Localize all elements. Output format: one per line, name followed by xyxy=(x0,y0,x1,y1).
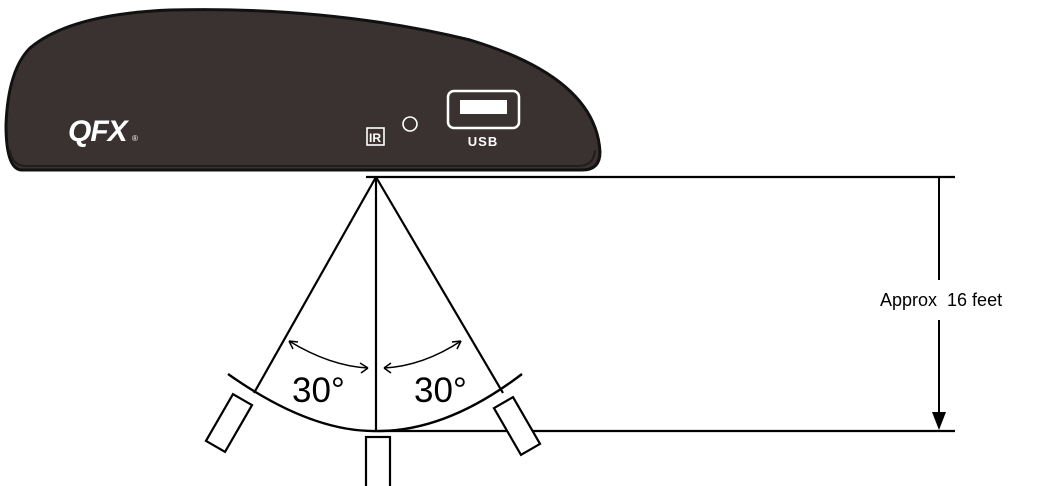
brand-logo: QFX xyxy=(68,115,130,148)
ir-sensor-label: IR xyxy=(369,131,381,145)
range-lines xyxy=(227,175,955,433)
remote-right-icon xyxy=(492,395,542,457)
indicator-led xyxy=(402,116,418,132)
registered-mark: ® xyxy=(132,134,138,143)
right-angle-label: 30° xyxy=(414,371,467,410)
left-beam-line xyxy=(253,176,377,394)
distance-arrow xyxy=(932,177,946,430)
left-angle-label: 30° xyxy=(292,371,345,410)
remote-center-icon xyxy=(364,435,392,486)
device-shell xyxy=(4,8,602,172)
ir-sensor-icon: IR xyxy=(366,127,385,146)
usb-slot xyxy=(460,100,507,114)
right-beam-line xyxy=(375,176,504,394)
usb-port[interactable]: USB xyxy=(446,89,521,149)
right-angle-arc xyxy=(383,340,462,369)
distance-label: Approx 16 feet xyxy=(880,290,1002,310)
distance-arrow-head xyxy=(932,412,946,430)
left-angle-arc xyxy=(288,340,369,369)
device-body: QFX ® IR USB xyxy=(4,8,602,172)
device-front-face xyxy=(9,149,596,167)
angle-arrows xyxy=(288,340,462,374)
usb-port-frame xyxy=(446,89,521,130)
range-arc xyxy=(227,373,523,433)
usb-label: USB xyxy=(468,134,498,149)
remote-positions xyxy=(204,392,542,486)
remote-left-icon xyxy=(204,392,254,454)
